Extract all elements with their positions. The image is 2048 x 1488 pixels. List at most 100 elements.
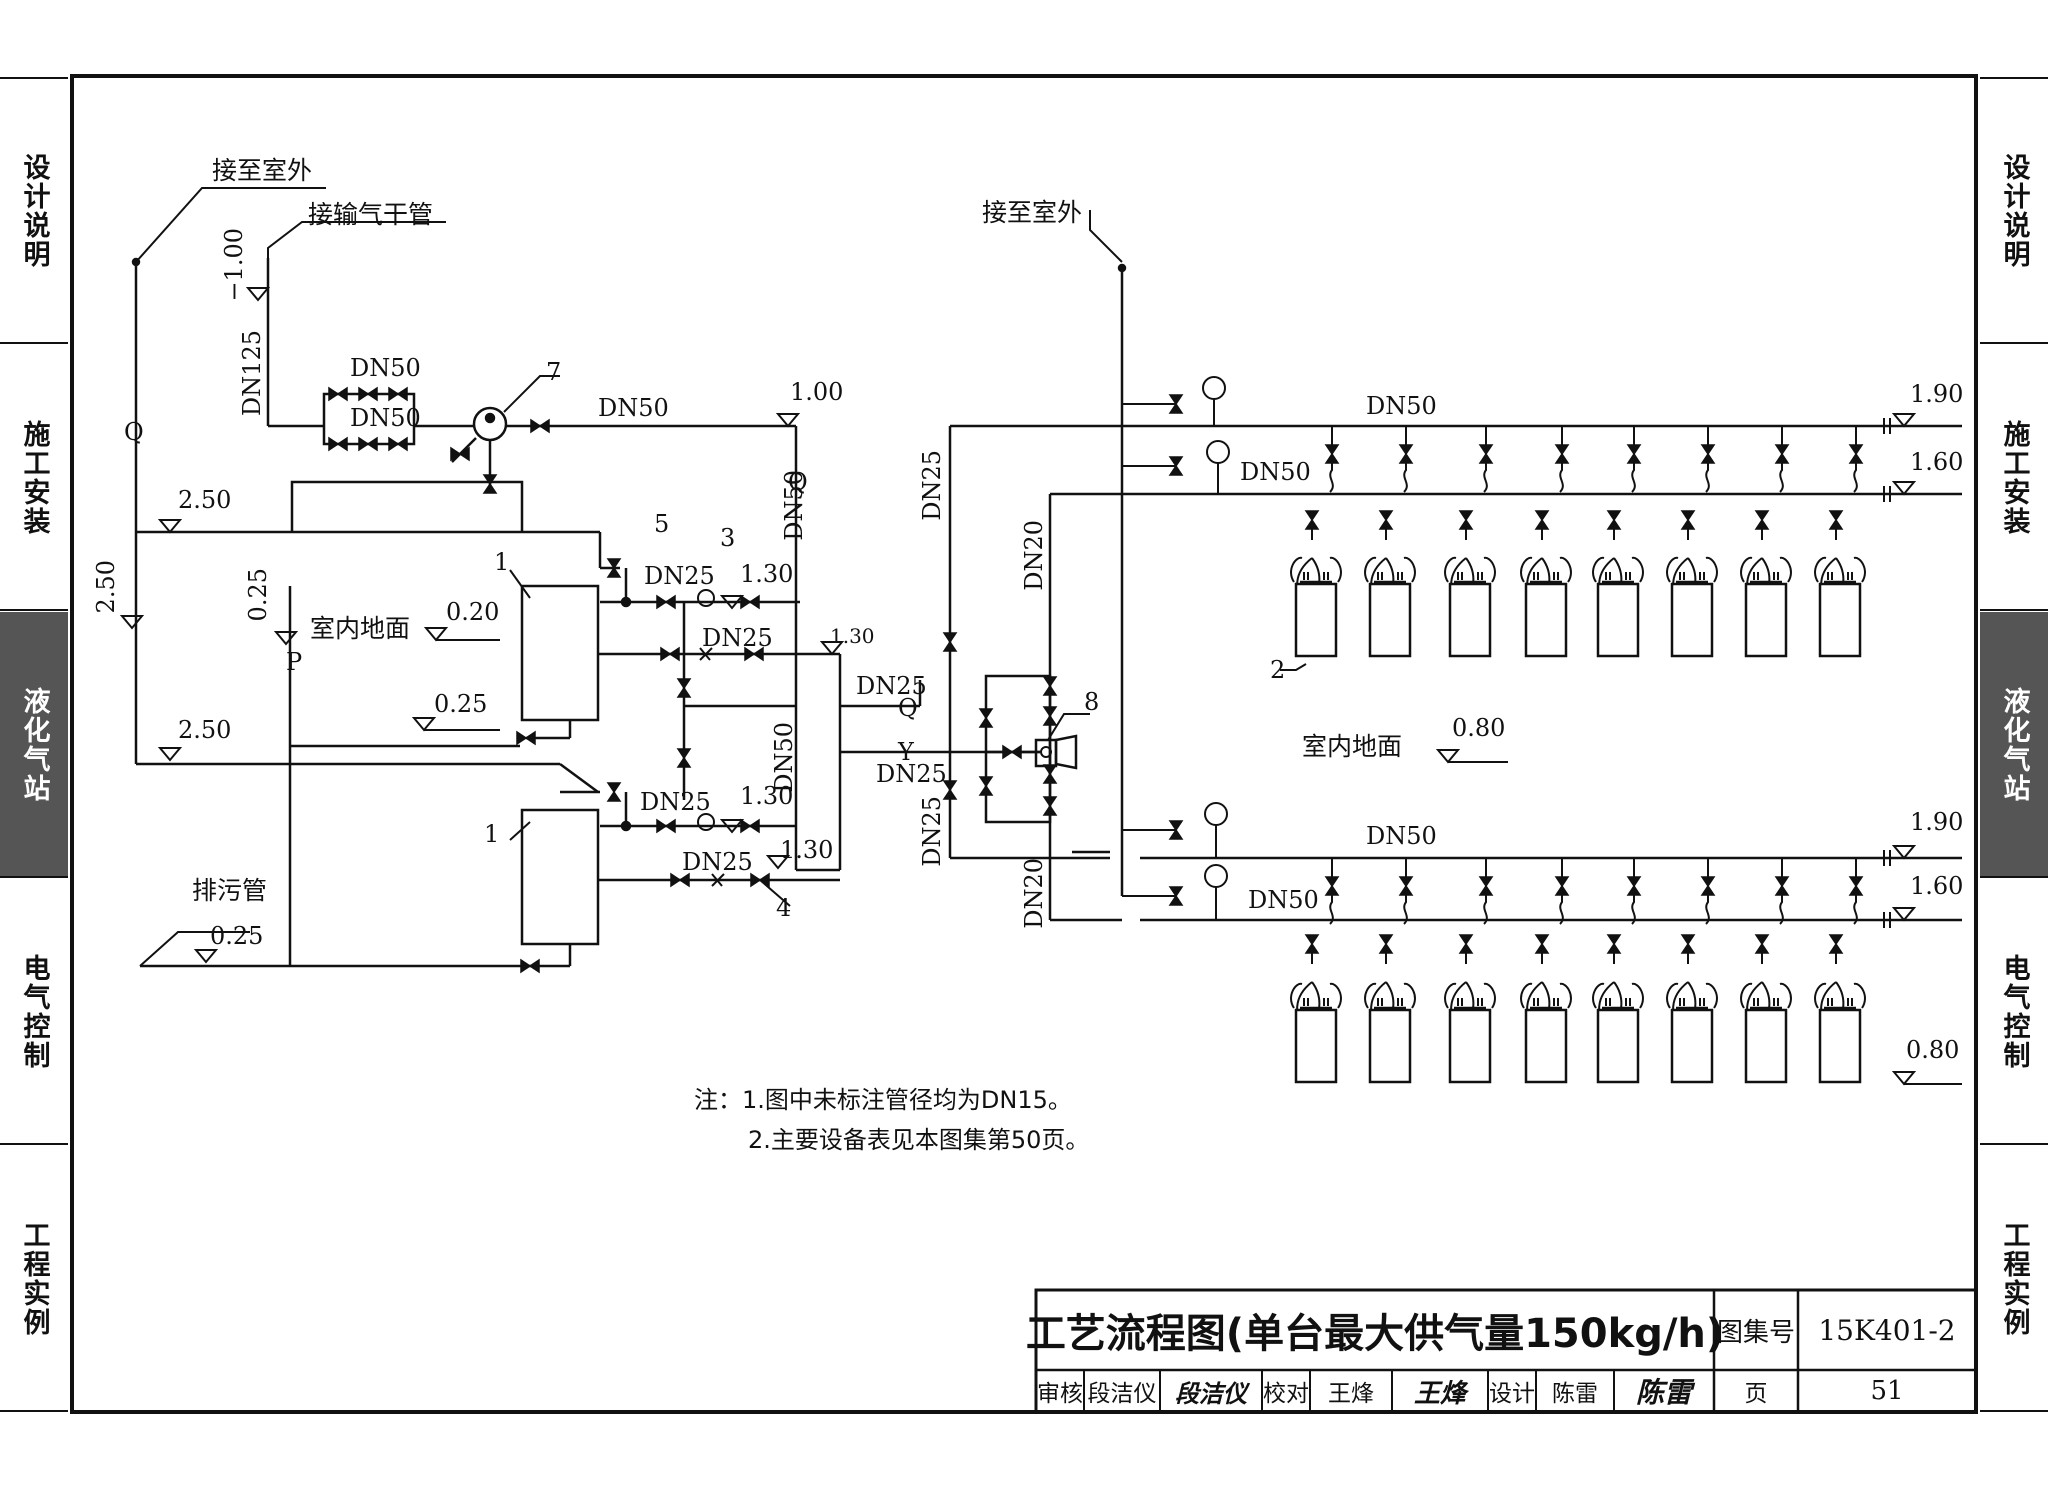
- side-tab-construction[interactable]: 施工安装: [18, 419, 50, 536]
- top-pigtail-7: [1779, 426, 1784, 493]
- cylinder-row-bottom: [1289, 858, 1867, 1084]
- label-dn25-vert-bot: DN25: [918, 796, 946, 867]
- label-elev-190-top: 1.90: [1910, 380, 1964, 408]
- top-pigtail-5: [1631, 426, 1636, 493]
- bottom-pigtail-6: [1705, 858, 1710, 925]
- top-pigtail-3: [1483, 426, 1488, 493]
- label-item-1-lower: 1: [484, 820, 500, 848]
- label-q-right: Q: [788, 468, 808, 496]
- label-elev-250-top: 2.50: [178, 486, 232, 514]
- top-pigtail-4: [1559, 426, 1564, 493]
- top-cylinder-valve-7: [1754, 509, 1770, 531]
- bottom-cylinder-valve-3: [1458, 933, 1474, 955]
- bottom-pigtail-4: [1559, 858, 1564, 925]
- bottom-cylinder-valve-8: [1828, 933, 1844, 955]
- side-tab-lpg-station[interactable]: 液化气站: [0, 612, 68, 877]
- top-cylinder-valve-2: [1378, 509, 1394, 531]
- side-tab-electrical[interactable]: 电气控制: [18, 953, 50, 1070]
- checker-name: 王烽: [1328, 1381, 1374, 1407]
- label-y-mid: Y: [898, 738, 914, 766]
- label-elev-025-mid: 0.25: [434, 690, 488, 718]
- label-dn50-main: DN50: [598, 394, 669, 422]
- label-item-7: 7: [546, 358, 562, 386]
- bottom-cylinder-valve-1: [1304, 933, 1320, 955]
- label-elev-020: 0.20: [446, 598, 500, 626]
- bottom-cylinder-valve-5: [1606, 933, 1622, 955]
- top-cylinder-valve-3: [1458, 509, 1474, 531]
- side-tab-design-notes[interactable]: 设计说明: [18, 152, 50, 269]
- bottom-cylinder-valve-7: [1754, 933, 1770, 955]
- label-elev-130-b: 1.30: [740, 782, 794, 810]
- label-elev-190-bot: 1.90: [1910, 808, 1964, 836]
- label-elev-minus-100: −1.00: [220, 228, 248, 302]
- label-indoor-floor-right: 室内地面: [1302, 732, 1403, 761]
- label-dn25-c: DN25: [640, 788, 711, 816]
- label-item-4: 4: [776, 894, 792, 922]
- top-pigtail-8: [1853, 426, 1858, 493]
- label-dn25-q: DN25: [856, 672, 927, 700]
- top-cylinder-valve-4: [1534, 509, 1550, 531]
- top-pigtail-6: [1705, 426, 1710, 493]
- atlas-no: 15K401-2: [1818, 1313, 1956, 1347]
- label-item-3: 3: [720, 524, 736, 552]
- top-cylinder-valve-8: [1828, 509, 1844, 531]
- atlas-no-label: 图集号: [1716, 1317, 1795, 1348]
- bottom-pigtail-2: [1403, 858, 1408, 925]
- label-dn25-vert-top: DN25: [918, 450, 946, 521]
- label-elev-080-right: 0.80: [1906, 1036, 1960, 1064]
- label-item-2: 2: [1270, 656, 1286, 684]
- top-cylinder-1: [1289, 556, 1343, 658]
- top-cylinder-6: [1665, 556, 1719, 658]
- label-dn50-a: DN50: [350, 354, 421, 382]
- side-tab-examples-right[interactable]: 工程实例: [1998, 1220, 2030, 1337]
- label-elev-130-small: 1.30: [830, 624, 875, 648]
- designer-signature: 陈雷: [1635, 1376, 1692, 1409]
- bottom-pigtail-3: [1483, 858, 1488, 925]
- label-elev-250-left: 2.50: [92, 560, 120, 614]
- side-tab-electrical-right[interactable]: 电气控制: [1998, 953, 2030, 1070]
- side-tab-construction-right[interactable]: 施工安装: [1998, 419, 2030, 536]
- label-elev-160-bot: 1.60: [1910, 872, 1964, 900]
- label-to-outdoor-left: 接至室外: [212, 156, 313, 185]
- label-elev-130-a: 1.30: [740, 560, 794, 588]
- top-cylinder-3: [1443, 556, 1497, 658]
- label-elev-080-mid: 0.80: [1452, 714, 1506, 742]
- page-number: 51: [1870, 1376, 1904, 1406]
- label-elev-130-c: 1.30: [780, 836, 834, 864]
- top-pigtail-1: [1329, 426, 1334, 493]
- side-tab-lpg-station-right[interactable]: 液化气站: [1980, 612, 2048, 877]
- label-q-mid: Q: [898, 694, 918, 722]
- review-label: 审核: [1037, 1381, 1083, 1407]
- label-item-8: 8: [1084, 688, 1100, 716]
- title-block: [1034, 1288, 1978, 1414]
- top-cylinder-2: [1363, 556, 1417, 658]
- drawing-title: 工艺流程图(单台最大供气量150kg/h): [1025, 1311, 1725, 1357]
- label-drain-pipe: 排污管: [192, 876, 268, 905]
- label-elev-160-top: 1.60: [1910, 448, 1964, 476]
- label-to-outdoor-right: 接至室外: [982, 198, 1083, 227]
- top-pigtail-2: [1403, 426, 1408, 493]
- bottom-pigtail-7: [1779, 858, 1784, 925]
- label-elev-025-drain: 0.25: [210, 922, 264, 950]
- label-dn25-a: DN25: [644, 562, 715, 590]
- label-p: P: [286, 648, 303, 676]
- cylinder-row-top: [1289, 426, 1867, 658]
- top-cylinder-valve-6: [1680, 509, 1696, 531]
- sheet-frame: [70, 74, 1978, 1414]
- label-elev-250-mid: 2.50: [178, 716, 232, 744]
- side-tab-design-notes-right[interactable]: 设计说明: [1998, 152, 2030, 269]
- label-dn50-r4: DN50: [1248, 886, 1319, 914]
- label-to-main-pipe: 接输气干管: [308, 200, 434, 229]
- note-line-2: 2.主要设备表见本图集第50页。: [748, 1126, 1090, 1154]
- label-item-1-upper: 1: [494, 548, 510, 576]
- top-cylinder-8: [1813, 556, 1867, 658]
- designer-name: 陈雷: [1552, 1381, 1598, 1407]
- side-tab-examples[interactable]: 工程实例: [18, 1220, 50, 1337]
- bottom-cylinder-valve-6: [1680, 933, 1696, 955]
- label-indoor-floor-left: 室内地面: [310, 614, 411, 643]
- label-q-left: Q: [124, 418, 144, 446]
- bottom-pigtail-5: [1631, 858, 1636, 925]
- label-dn50-r2: DN50: [1240, 458, 1311, 486]
